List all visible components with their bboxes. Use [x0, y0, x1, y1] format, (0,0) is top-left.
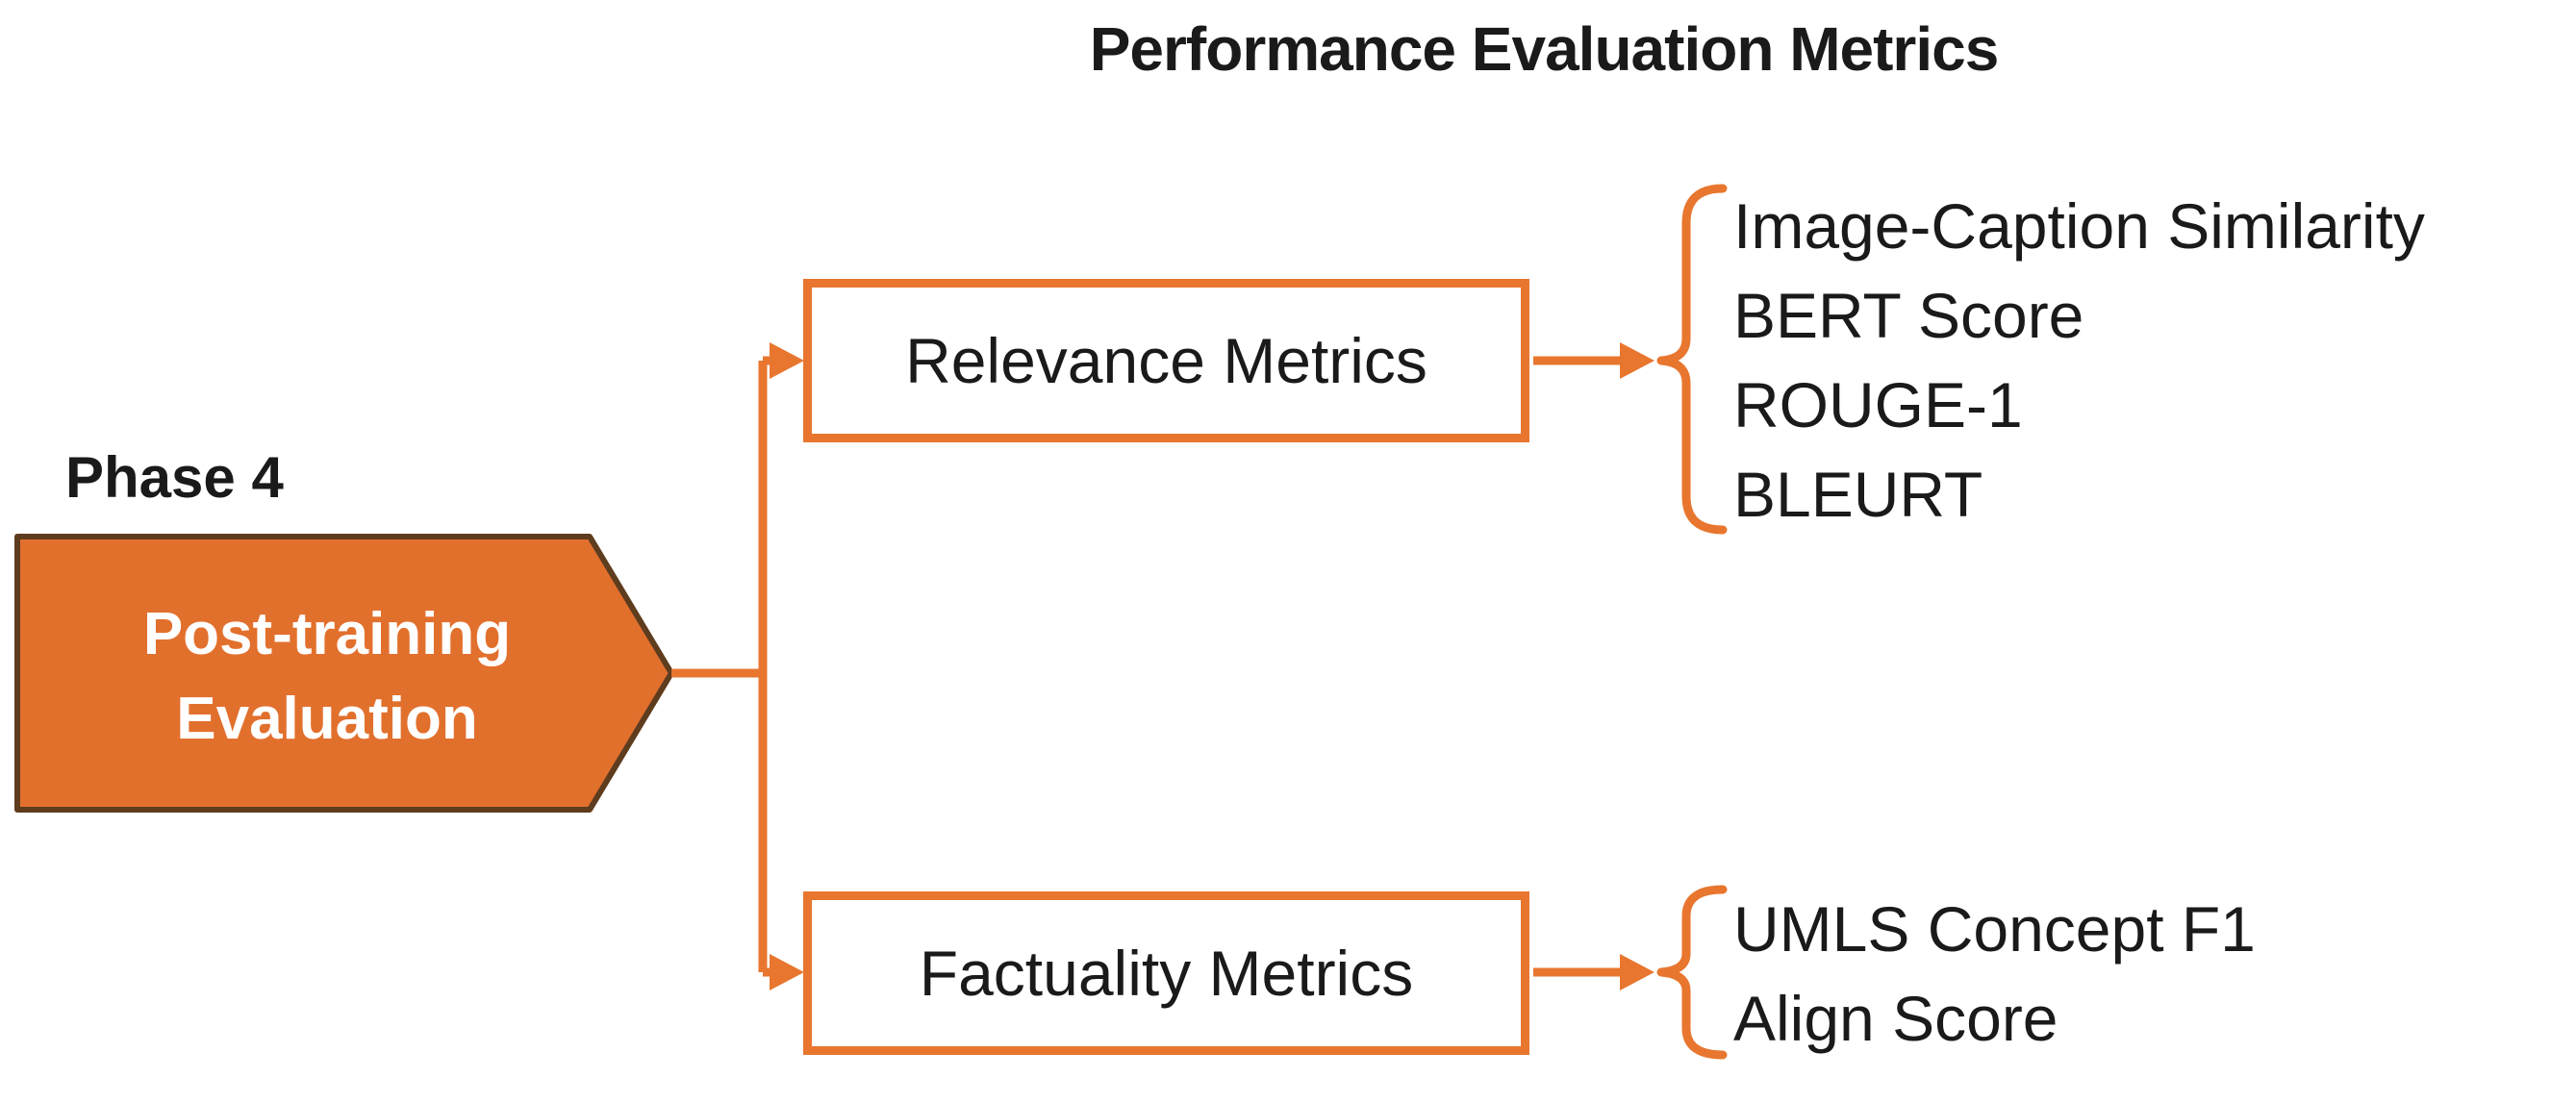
relevance-metrics-box: Relevance Metrics: [803, 279, 1529, 442]
factuality-metrics-list: UMLS Concept F1 Align Score: [1733, 885, 2256, 1064]
bracket-factuality: [1656, 885, 1728, 1060]
list-item: BLEURT: [1733, 459, 1983, 530]
bracket-relevance: [1656, 184, 1728, 535]
arrowhead-to-factuality-box-icon: [770, 954, 804, 990]
relevance-metrics-box-label: Relevance Metrics: [905, 325, 1427, 396]
list-item: Image-Caption Similarity: [1733, 190, 2425, 262]
diagram-title: Performance Evaluation Metrics: [1089, 14, 2000, 84]
list-item: ROUGE-1: [1733, 369, 2023, 440]
connector-lines: [671, 356, 1622, 977]
list-item: UMLS Concept F1: [1733, 893, 2256, 965]
phase-shape-label-line2: Evaluation: [176, 686, 478, 752]
relevance-metrics-list: Image-Caption Similarity BERT Score ROUG…: [1733, 182, 2425, 539]
phase-shape-label: Post-training Evaluation: [19, 592, 635, 762]
list-item: Align Score: [1733, 983, 2058, 1054]
arrowhead-to-relevance-list-icon: [1620, 342, 1654, 379]
factuality-metrics-box-label: Factuality Metrics: [919, 938, 1414, 1009]
arrowhead-to-relevance-box-icon: [770, 342, 804, 379]
arrowhead-to-factuality-list-icon: [1620, 954, 1654, 990]
list-item: BERT Score: [1733, 280, 2084, 351]
phase-label: Phase 4: [65, 445, 284, 510]
phase-shape-label-line1: Post-training: [142, 601, 512, 667]
factuality-metrics-box: Factuality Metrics: [803, 891, 1529, 1055]
phase-pentagon-shape: [14, 534, 674, 813]
